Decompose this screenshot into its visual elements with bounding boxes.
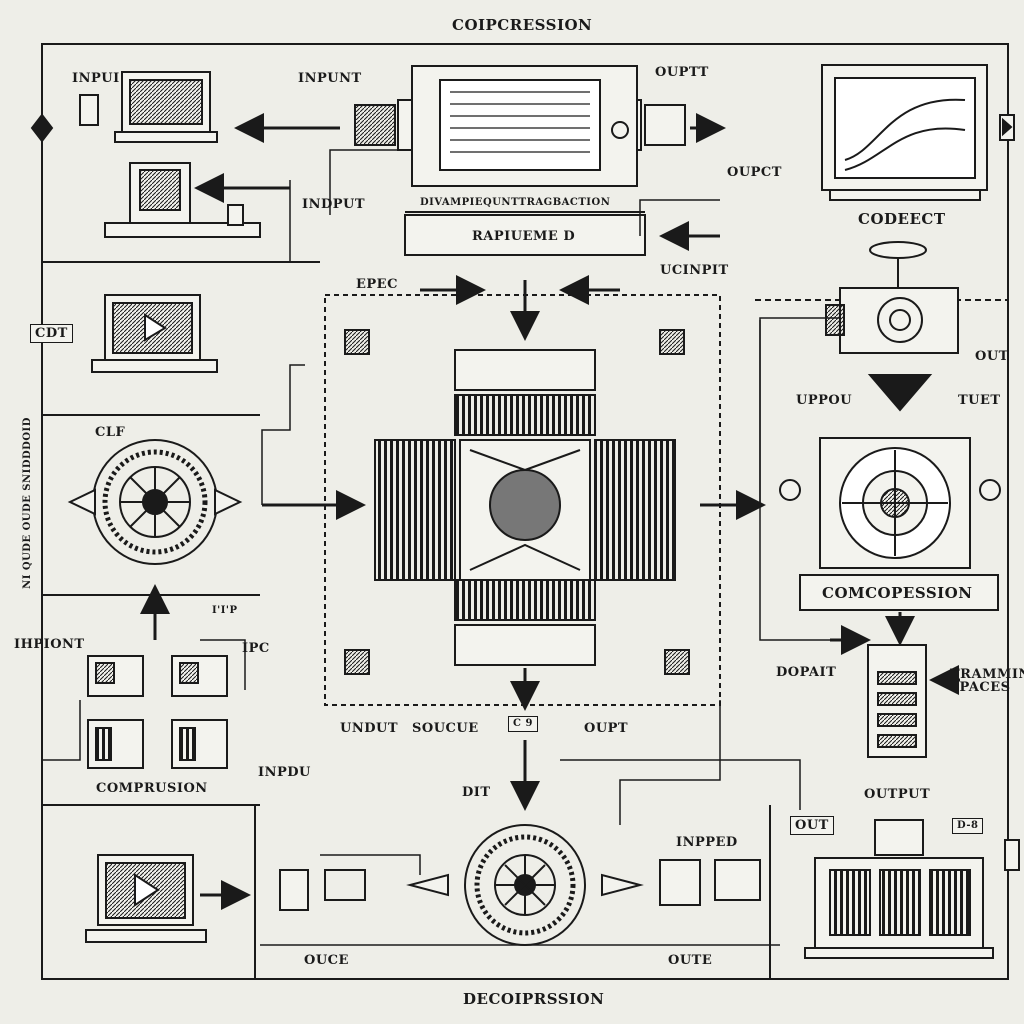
label-uppou: UPPOU — [796, 393, 853, 408]
label-inpped: INPPED — [676, 835, 738, 850]
label-comprusion: COMPRUSION — [96, 781, 208, 796]
label-output-br: OUTPUT — [864, 787, 931, 802]
label-itp: I'I'P — [212, 605, 238, 616]
wheel-left — [67, 439, 243, 565]
label-output-top: OUPTT — [655, 65, 709, 80]
label-ouce: OUCE — [304, 953, 349, 968]
title-decompression: DECOIPRSSION — [463, 990, 605, 1008]
label-input-top: INPUNT — [298, 71, 362, 86]
bottom-connectors — [279, 859, 761, 911]
label-ipc: IPC — [242, 641, 270, 656]
label-input-tl: INPUI — [72, 71, 120, 86]
label-ucinpit: UCINPIT — [660, 263, 729, 278]
compression-device-top — [354, 65, 686, 187]
label-codeect: CODEECT — [858, 210, 946, 228]
title-compression: COIPCRESSION — [452, 16, 593, 34]
label-header-box: RAPIUEME D — [472, 229, 576, 244]
monitor-bottom-left — [85, 854, 207, 943]
label-epec: EPEC — [356, 277, 398, 292]
label-ouptc: OUPT — [584, 721, 629, 736]
wheel-bottom — [406, 824, 644, 946]
device-left-2 — [104, 162, 261, 238]
output-machine-br — [804, 819, 994, 959]
label-comcopession: COMCOPESSION — [822, 584, 973, 602]
label-side-vertical: NI QUDE OUDE SNIDDDOID — [21, 417, 33, 589]
central-machine — [324, 294, 721, 706]
label-oute: OUTE — [668, 953, 713, 968]
monitor-top-right — [821, 64, 988, 201]
label-tuet: TUET — [958, 393, 1001, 408]
twin-devices-left — [87, 655, 228, 769]
label-undut: UNDUT — [340, 721, 399, 736]
label-output-top2: OUPCT — [727, 165, 782, 180]
monitor-left-3 — [91, 294, 218, 373]
label-clf: CLF — [95, 425, 126, 440]
label-dit: DIT — [462, 785, 491, 800]
projector-right — [825, 241, 959, 412]
flow-arrows — [140, 113, 960, 910]
label-c9: C 9 — [508, 716, 538, 732]
label-inpdu: INPDU — [258, 765, 311, 780]
server-rack-right — [867, 644, 927, 758]
left-edge-marks — [30, 113, 1020, 871]
header-banner — [404, 211, 646, 256]
label-soucue: SOUCUE — [412, 721, 479, 736]
label-ihpiont: IHPIONT — [14, 637, 85, 652]
label-cdt: CDT — [30, 324, 73, 343]
label-out-right: OUT — [975, 349, 1009, 364]
label-input-mid: INDPUT — [302, 197, 366, 212]
label-trammint: TRAMMINT PACES — [950, 667, 1024, 695]
compression-device-right — [779, 437, 1001, 611]
label-dopait: DOPAIT — [776, 665, 837, 680]
label-out-box: OUT — [790, 816, 834, 835]
thin-connectors — [42, 149, 840, 946]
label-header-long: DIVAMPIEQUNTTRAGBACTION — [420, 197, 611, 208]
monitor-top-left — [79, 71, 218, 143]
label-d8: D-8 — [952, 818, 984, 834]
